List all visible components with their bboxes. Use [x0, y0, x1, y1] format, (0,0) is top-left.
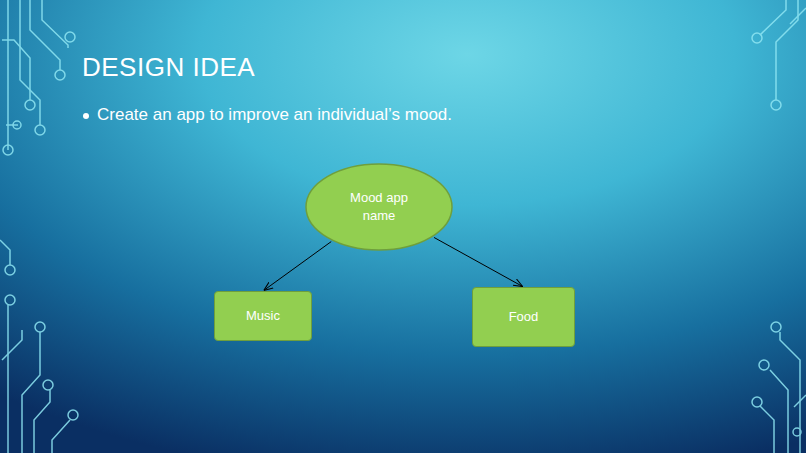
bullet-dot [83, 113, 89, 119]
node-text: Music [246, 307, 280, 325]
ellipse-node: Mood app name [305, 163, 453, 251]
node-text: Mood app name [337, 189, 421, 224]
ellipse-outline [305, 163, 453, 251]
bullet-text: Create an app to improve an individual’s… [97, 105, 452, 125]
ellipse-shape [306, 164, 452, 250]
slide-title: DESIGN IDEA [82, 52, 255, 83]
connector-arrow [264, 242, 331, 291]
connector-arrow [434, 237, 523, 286]
process-box: Food [472, 287, 575, 347]
node-text: Food [509, 308, 539, 326]
process-box: Music [214, 291, 312, 341]
